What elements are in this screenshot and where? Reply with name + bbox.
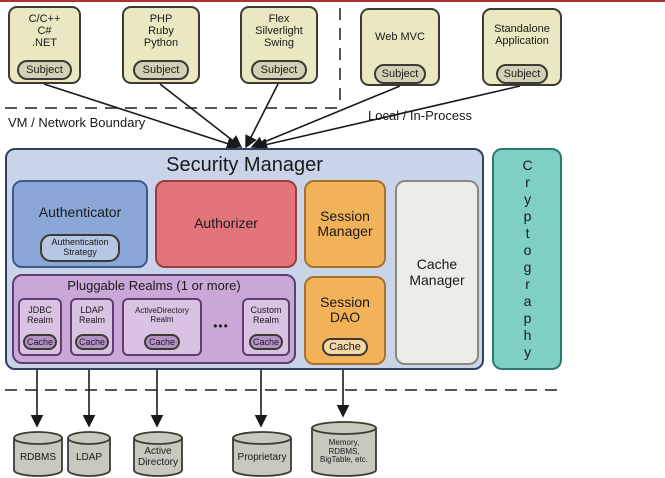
subject-pill: Subject xyxy=(17,60,72,80)
realm-cache-pill: Cache xyxy=(144,334,180,350)
client-label: Flex Silverlight Swing xyxy=(255,13,303,49)
client-label: C/C++ C# .NET xyxy=(28,13,61,49)
subject-pill: Subject xyxy=(374,64,426,84)
datastore-ldap-label: LDAP xyxy=(75,451,103,463)
realm-ldap: LDAP Realm Cache xyxy=(70,298,114,356)
realm-label: ActiveDirectory Realm xyxy=(135,306,189,324)
session-dao-label: Session DAO xyxy=(320,293,370,325)
realm-label: LDAP Realm xyxy=(78,305,105,325)
client-label: Standalone Application xyxy=(494,23,550,47)
db-cylinder-rdbms xyxy=(13,438,63,477)
security-manager-box: Security Manager Authenticator Authentic… xyxy=(5,148,484,370)
client-standalone: Standalone Application Subject xyxy=(482,8,562,86)
realms-ellipsis: ••• xyxy=(213,318,229,333)
authentication-strategy-pill: Authentication Strategy xyxy=(40,234,120,262)
db-cylinder-ldap xyxy=(67,438,111,477)
realm-custom: Custom Realm Cache xyxy=(242,298,290,356)
authorizer-box: Authorizer xyxy=(155,180,297,268)
security-manager-title: Security Manager xyxy=(166,154,323,177)
arrow-php xyxy=(159,83,243,148)
session-manager-label: Session Manager xyxy=(317,207,373,239)
datastore-rdbms-label: RDBMS xyxy=(19,451,57,463)
client-cpp: C/C++ C# .NET Subject xyxy=(8,6,81,84)
session-dao-box: Session DAO Cache xyxy=(304,276,386,365)
client-flex: Flex Silverlight Swing Subject xyxy=(240,6,318,84)
client-webmvc: Web MVC Subject xyxy=(360,8,440,86)
arrow-cpp xyxy=(43,83,240,150)
session-manager-box: Session Manager xyxy=(304,180,386,268)
client-label: Web MVC xyxy=(375,31,425,44)
datastore-active-directory-label: Active Directory xyxy=(137,446,178,468)
client-php: PHP Ruby Python Subject xyxy=(122,6,200,84)
subject-pill: Subject xyxy=(251,60,307,80)
db-cylinder-proprietary xyxy=(232,438,292,477)
db-cylinder-memory xyxy=(311,428,377,477)
cryptography-label: Cryptography xyxy=(519,157,536,361)
realm-cache-pill: Cache xyxy=(249,334,283,350)
local-in-process-label: Local / In-Process xyxy=(368,107,473,123)
realm-label: Custom Realm xyxy=(250,305,282,325)
realm-active-directory: ActiveDirectory Realm Cache xyxy=(122,298,202,356)
authenticator-box: Authenticator Authentication Strategy xyxy=(12,180,148,268)
realm-cache-pill: Cache xyxy=(23,334,57,350)
top-border-line xyxy=(0,0,665,2)
cryptography-box: Cryptography xyxy=(492,148,562,370)
session-dao-cache-pill: Cache xyxy=(322,338,368,356)
datastore-memory-label: Memory, RDBMS, BigTable, etc. xyxy=(319,438,369,465)
client-label: PHP Ruby Python xyxy=(143,13,179,49)
arrow-standalone xyxy=(254,85,521,151)
arrow-webmvc xyxy=(250,85,401,149)
subject-pill: Subject xyxy=(496,64,548,84)
subject-pill: Subject xyxy=(133,60,189,80)
realm-jdbc: JDBC Realm Cache xyxy=(18,298,62,356)
arrow-flex xyxy=(245,83,279,149)
vm-network-boundary-label: VM / Network Boundary xyxy=(8,114,146,130)
realm-label: JDBC Realm xyxy=(26,305,53,325)
pluggable-realms-box: Pluggable Realms (1 or more) JDBC Realm … xyxy=(12,274,296,364)
authenticator-label: Authenticator xyxy=(38,204,122,221)
cache-manager-label: Cache Manager xyxy=(409,256,465,288)
authorizer-label: Authorizer xyxy=(194,215,258,232)
pluggable-realms-label: Pluggable Realms (1 or more) xyxy=(67,277,241,293)
datastore-cylinders xyxy=(13,421,377,477)
realm-cache-pill: Cache xyxy=(75,334,109,350)
datastore-proprietary-label: Proprietary xyxy=(237,451,287,463)
db-cylinder-ad xyxy=(133,438,183,477)
cache-manager-box: Cache Manager xyxy=(395,180,479,365)
